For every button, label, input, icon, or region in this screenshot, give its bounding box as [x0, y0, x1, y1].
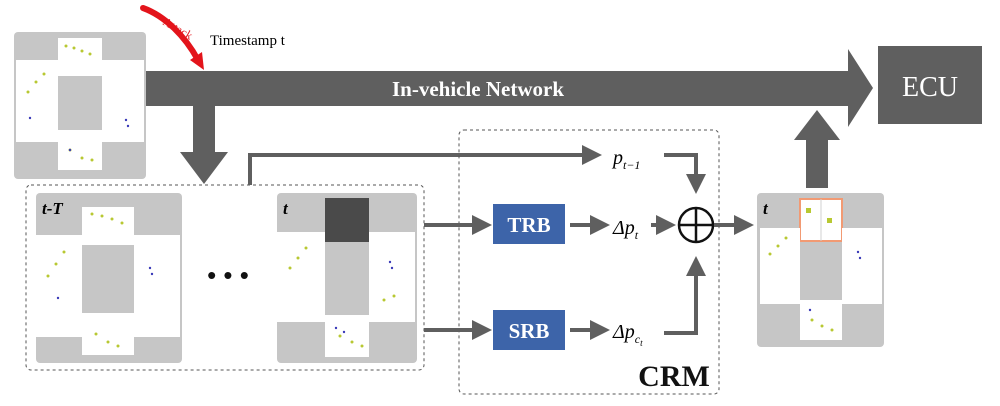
- p-prev-label: pt−1: [611, 147, 640, 172]
- delta-pt-label: Δpt: [612, 217, 639, 242]
- attack-arrow-icon: [140, 5, 201, 63]
- frame-t: [277, 193, 417, 363]
- frame-t-minus-T: [36, 193, 182, 363]
- output-frame: [757, 193, 884, 347]
- ecu-label: ECU: [902, 72, 958, 103]
- ecu-box: [878, 46, 982, 124]
- crm-label: CRM: [638, 360, 710, 393]
- time-window: [25, 184, 425, 371]
- up-arrow: [794, 110, 840, 140]
- srb-label: SRB: [509, 319, 550, 343]
- output-frame-label: t: [763, 199, 769, 218]
- network-label: In-vehicle Network: [392, 77, 564, 101]
- srb-block: [493, 310, 565, 350]
- trb-block: [493, 204, 565, 244]
- network-arrow: [146, 49, 873, 127]
- trb-label: TRB: [507, 213, 550, 237]
- skip-connection: [248, 145, 602, 185]
- crm-box: [458, 129, 720, 395]
- ellipsis: • • •: [207, 260, 249, 290]
- frame-start-label: t-T: [42, 199, 63, 218]
- input-frame: [14, 32, 146, 179]
- timestamp-label: Timestamp t: [210, 33, 286, 49]
- attack-label: Attack: [161, 14, 196, 42]
- sum-icon: [677, 206, 715, 244]
- down-arrow: [180, 152, 228, 184]
- delta-pct-label: Δpct: [612, 321, 643, 348]
- frame-end-label: t: [283, 199, 289, 218]
